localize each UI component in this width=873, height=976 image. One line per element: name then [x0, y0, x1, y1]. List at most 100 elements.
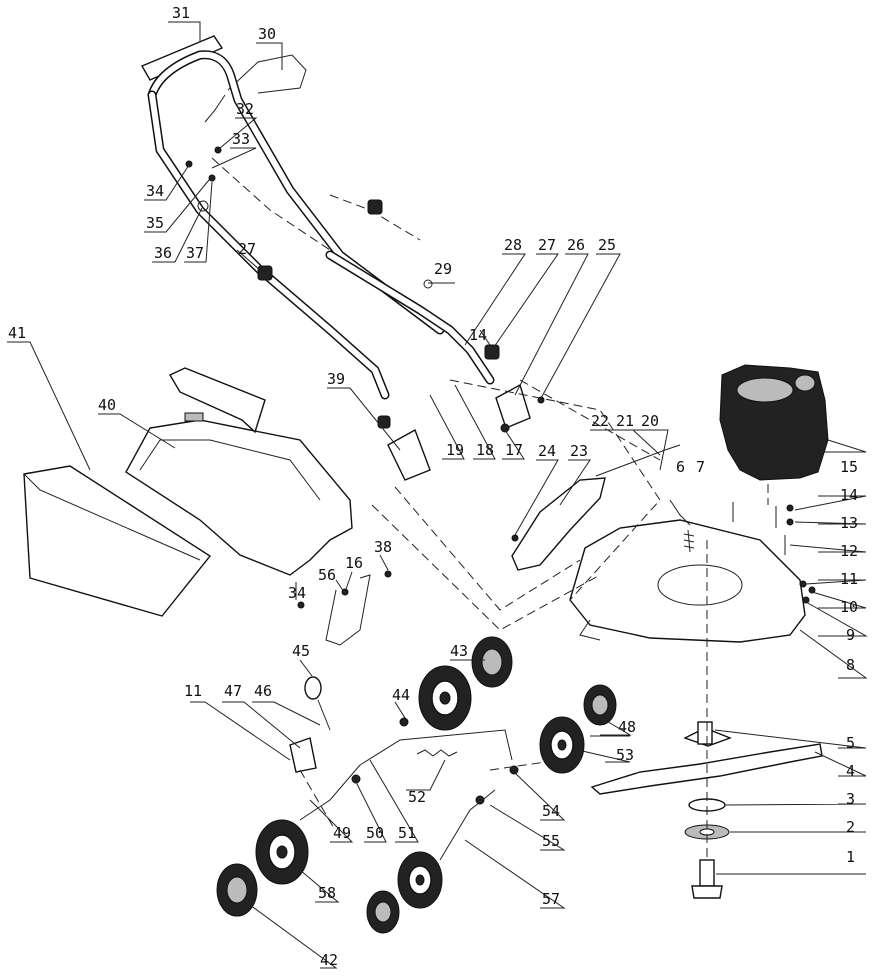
callout-14-engine: 14	[840, 486, 858, 504]
parts-illustration	[23, 35, 829, 934]
front-axle	[299, 764, 361, 821]
wheel-tread-large-lower	[397, 851, 443, 909]
callout-31: 31	[172, 4, 190, 22]
callout-45: 45	[292, 642, 310, 660]
bail-lever	[227, 54, 307, 94]
callout-40: 40	[98, 396, 116, 414]
cable-clip-29	[423, 279, 433, 289]
callout-35: 35	[146, 214, 164, 232]
callout-48: 48	[618, 718, 636, 736]
callout-57: 57	[542, 890, 560, 908]
leader-lines	[7, 21, 868, 969]
callout-34-handle: 34	[146, 182, 164, 200]
wheel-small-lower	[366, 890, 400, 934]
callout-19: 19	[446, 441, 464, 459]
handle-grip	[140, 35, 224, 81]
callout-51: 51	[398, 824, 416, 842]
deck-bolt-9	[802, 596, 810, 604]
callout-18: 18	[476, 441, 494, 459]
callout-26: 26	[567, 236, 585, 254]
callout-28: 28	[504, 236, 522, 254]
washer-32	[214, 146, 222, 154]
blade-adapter-hub	[697, 721, 713, 745]
mower-deck	[569, 519, 806, 643]
blade-bolt	[699, 859, 715, 887]
callout-13: 13	[840, 514, 858, 532]
handle-knob-upper	[257, 265, 273, 281]
callout-labels: 1 2 3 4 5 6 7 8 9 10 11 11 12 13 14 14 1…	[8, 4, 858, 969]
callout-37: 37	[186, 244, 204, 262]
callout-34-lower: 34	[288, 584, 306, 602]
height-lever-rod	[317, 699, 331, 731]
callout-16: 16	[345, 554, 363, 572]
callout-4: 4	[846, 762, 855, 780]
callout-23: 23	[570, 442, 588, 460]
blade-bolt-head	[691, 885, 723, 899]
callout-3: 3	[846, 790, 855, 808]
callout-14-handle: 14	[469, 326, 487, 344]
deck-chute-opening	[657, 564, 743, 606]
upper-handle-left-tube	[147, 50, 445, 335]
spring-7	[683, 529, 695, 553]
throttle-cable	[595, 444, 681, 477]
callout-30: 30	[258, 25, 276, 43]
height-lever-knob	[304, 676, 322, 700]
engine-recoil	[736, 377, 794, 403]
callout-22: 22	[591, 412, 609, 430]
callout-53: 53	[616, 746, 634, 764]
screw-38	[384, 570, 392, 578]
callout-33: 33	[232, 130, 250, 148]
callout-24: 24	[538, 442, 556, 460]
callout-52: 52	[408, 788, 426, 806]
callout-7: 7	[696, 458, 705, 476]
wheel-43	[471, 636, 513, 688]
callout-29: 29	[434, 260, 452, 278]
callout-27-right: 27	[538, 236, 556, 254]
bushing-54	[509, 765, 519, 775]
wheel-58	[255, 819, 309, 885]
nut-37	[208, 174, 216, 182]
washer-13	[786, 518, 794, 526]
callout-56: 56	[318, 566, 336, 584]
handle-knob-right	[367, 199, 383, 215]
deck-bolt-10	[808, 586, 816, 594]
clip-36	[197, 200, 209, 212]
callout-38: 38	[374, 538, 392, 556]
callout-25: 25	[598, 236, 616, 254]
wheel-tread-large-upper	[418, 665, 472, 731]
flap-rod	[325, 574, 371, 646]
callout-58: 58	[318, 884, 336, 902]
screw-24	[511, 534, 519, 542]
deck-bolt-11	[799, 580, 807, 588]
callout-8: 8	[846, 656, 855, 674]
callout-49: 49	[333, 824, 351, 842]
callout-1: 1	[846, 848, 855, 866]
callout-17: 17	[505, 441, 523, 459]
handle-bracket-right	[495, 383, 531, 429]
callout-41: 41	[8, 324, 26, 342]
callout-11-deck: 11	[840, 570, 858, 588]
callout-50: 50	[366, 824, 384, 842]
callout-54: 54	[542, 802, 560, 820]
callout-44: 44	[392, 686, 410, 704]
engine-filler	[794, 374, 816, 392]
front-axle-right	[439, 789, 496, 861]
assembly-lines	[211, 157, 769, 860]
catcher-latch	[184, 412, 204, 422]
handle-bracket-left	[387, 428, 431, 481]
callout-42: 42	[320, 951, 338, 969]
handle-knob-mid	[377, 415, 391, 429]
callout-47: 47	[224, 682, 242, 700]
catcher-top-handle	[169, 367, 266, 434]
lower-handle-tube	[325, 250, 495, 385]
wheel-53	[539, 716, 585, 774]
callout-43: 43	[450, 642, 468, 660]
bushing-44	[399, 717, 409, 727]
callout-11-front: 11	[184, 682, 202, 700]
clip-6	[669, 499, 691, 526]
callout-15: 15	[840, 458, 858, 476]
nut-17	[500, 423, 510, 433]
height-bracket	[289, 737, 317, 773]
callout-5: 5	[846, 734, 855, 752]
